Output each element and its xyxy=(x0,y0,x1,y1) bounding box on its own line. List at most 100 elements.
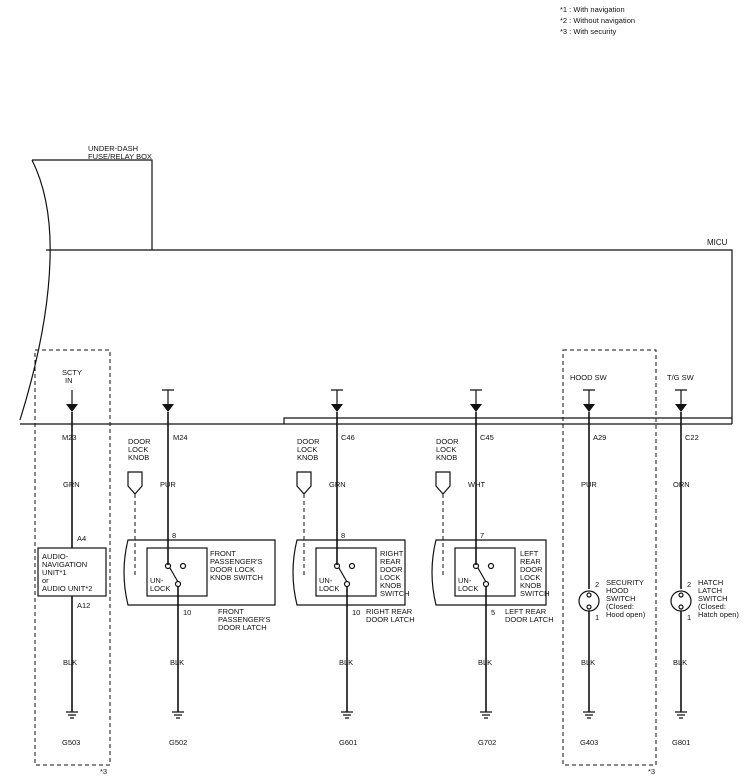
terminal-arrow-icon xyxy=(66,404,78,412)
hood-blk: BLK xyxy=(581,658,595,667)
audio-line-3: UNIT*1 xyxy=(42,568,67,577)
lr-switch-5: KNOB xyxy=(520,581,541,590)
fp-pin-bot: 10 xyxy=(183,608,191,617)
fp-knob-2: LOCK xyxy=(128,445,148,454)
rr-ground: G601 xyxy=(339,738,357,747)
tg-wire: ORN xyxy=(673,480,690,489)
fp-switch-2: PASSENGER'S xyxy=(210,557,263,566)
lr-wire: WHT xyxy=(468,480,485,489)
hatch-sw-5: Hatch open) xyxy=(698,610,739,619)
security-mark-left: *3 xyxy=(100,767,107,776)
rr-pin-top: 8 xyxy=(341,531,345,540)
lr-ground: G702 xyxy=(478,738,496,747)
hood-switch-circuit: HOOD SW A29 PUR 2 1 SECURITY HOOD SWITCH… xyxy=(570,373,646,747)
ground-icon xyxy=(583,711,595,719)
fp-switch-1: FRONT xyxy=(210,549,236,558)
tg-switch-circuit: T/G SW C22 ORN 2 1 HATCH LATCH SWITCH (C… xyxy=(667,373,739,747)
lr-switch-1: LEFT xyxy=(520,549,539,558)
lr-unlock-1: UN- xyxy=(458,576,472,585)
scty-ground: G503 xyxy=(62,738,80,747)
rr-switch-4: LOCK xyxy=(380,573,400,582)
lr-unlock-2: LOCK xyxy=(458,584,478,593)
hatch-sw-1: HATCH xyxy=(698,578,723,587)
fp-switch-box xyxy=(146,547,208,597)
rr-unlock-2: LOCK xyxy=(319,584,339,593)
rr-pin-bot: 10 xyxy=(352,608,360,617)
audio-line-1: AUDIO- xyxy=(42,552,69,561)
fuse-box-label-2: FUSE/RELAY BOX xyxy=(88,152,152,161)
left-rear-circuit: C45 WHT DOOR LOCK KNOB 7 UN- LOCK LEFT R… xyxy=(431,389,554,747)
lr-latch-2: DOOR LATCH xyxy=(505,615,554,624)
knob-icon xyxy=(127,471,143,495)
rr-pin: C46 xyxy=(341,433,355,442)
rr-switch-6: SWITCH xyxy=(380,589,410,598)
rr-switch-5: KNOB xyxy=(380,581,401,590)
rr-unlock-1: UN- xyxy=(319,576,333,585)
rr-blk: BLK xyxy=(339,658,353,667)
hood-pin-bot: 1 xyxy=(595,613,599,622)
terminal-arrow-icon xyxy=(162,404,174,412)
scty-blk: BLK xyxy=(63,658,77,667)
lr-pin-top: 7 xyxy=(480,531,484,540)
tg-ground: G801 xyxy=(672,738,690,747)
ground-icon xyxy=(172,711,184,719)
knob-icon xyxy=(296,471,312,495)
terminal-arrow-icon xyxy=(470,404,482,412)
lr-knob-3: KNOB xyxy=(436,453,457,462)
hood-sw-2: HOOD xyxy=(606,586,629,595)
lr-switch-4: LOCK xyxy=(520,573,540,582)
note-3: *3 : With security xyxy=(560,27,617,36)
audio-pin-bot: A12 xyxy=(77,601,90,610)
note-1: *1 : With navigation xyxy=(560,5,625,14)
lr-switch-2: REAR xyxy=(520,557,541,566)
lr-blk: BLK xyxy=(478,658,492,667)
front-passenger-circuit: M24 PUR DOOR LOCK KNOB 8 UN- LOCK FRONT … xyxy=(123,389,276,747)
fp-wire: PUR xyxy=(160,480,176,489)
right-rear-circuit: C46 GRN DOOR LOCK KNOB 8 UN- LOCK RIGHT … xyxy=(292,389,415,747)
rr-knob-1: DOOR xyxy=(297,437,320,446)
fp-ground: G502 xyxy=(169,738,187,747)
lr-pin-bot: 5 xyxy=(491,608,495,617)
under-dash-fuse-box: UNDER-DASH FUSE/RELAY BOX xyxy=(19,144,153,421)
rr-switch-2: REAR xyxy=(380,557,401,566)
hatch-sw-2: LATCH xyxy=(698,586,722,595)
fp-knob-1: DOOR xyxy=(128,437,151,446)
fp-latch-box xyxy=(123,539,276,606)
hood-sw-5: Hood open) xyxy=(606,610,646,619)
hood-sw-3: SWITCH xyxy=(606,594,636,603)
hatch-sw-3: SWITCH xyxy=(698,594,728,603)
lr-switch-3: DOOR xyxy=(520,565,543,574)
terminal-arrow-icon xyxy=(331,404,343,412)
scty-pin: M23 xyxy=(62,433,77,442)
lr-knob-2: LOCK xyxy=(436,445,456,454)
fp-latch-1: FRONT xyxy=(218,607,244,616)
fp-unlock-2: LOCK xyxy=(150,584,170,593)
lr-switch-6: SWITCH xyxy=(520,589,550,598)
rr-knob-3: KNOB xyxy=(297,453,318,462)
rr-latch-1: RIGHT REAR xyxy=(366,607,413,616)
terminal-arrow-icon xyxy=(583,404,595,412)
ground-icon xyxy=(66,711,78,719)
lr-latch-1: LEFT REAR xyxy=(505,607,547,616)
fp-pin-top: 8 xyxy=(172,531,176,540)
fp-latch-2: PASSENGER'S xyxy=(218,615,271,624)
rr-latch-2: DOOR LATCH xyxy=(366,615,415,624)
audio-pin-top: A4 xyxy=(77,534,86,543)
fp-switch-4: KNOB SWITCH xyxy=(210,573,263,582)
fp-knob-3: KNOB xyxy=(128,453,149,462)
rr-switch-1: RIGHT xyxy=(380,549,404,558)
note-2: *2 : Without navigation xyxy=(560,16,635,25)
terminal-arrow-icon xyxy=(675,404,687,412)
tg-pin-top: 2 xyxy=(687,580,691,589)
ground-icon xyxy=(480,711,492,719)
rr-knob-2: LOCK xyxy=(297,445,317,454)
rr-switch-3: DOOR xyxy=(380,565,403,574)
hood-sw-4: (Closed: xyxy=(606,602,634,611)
scty-in-circuit: SCTY IN M23 GRN A4 AUDIO- NAVIGATION UNI… xyxy=(37,368,107,747)
tg-blk: BLK xyxy=(673,658,687,667)
ground-icon xyxy=(675,711,687,719)
fp-pin: M24 xyxy=(173,433,188,442)
fp-unlock-1: UN- xyxy=(150,576,164,585)
security-mark-right: *3 xyxy=(648,767,655,776)
